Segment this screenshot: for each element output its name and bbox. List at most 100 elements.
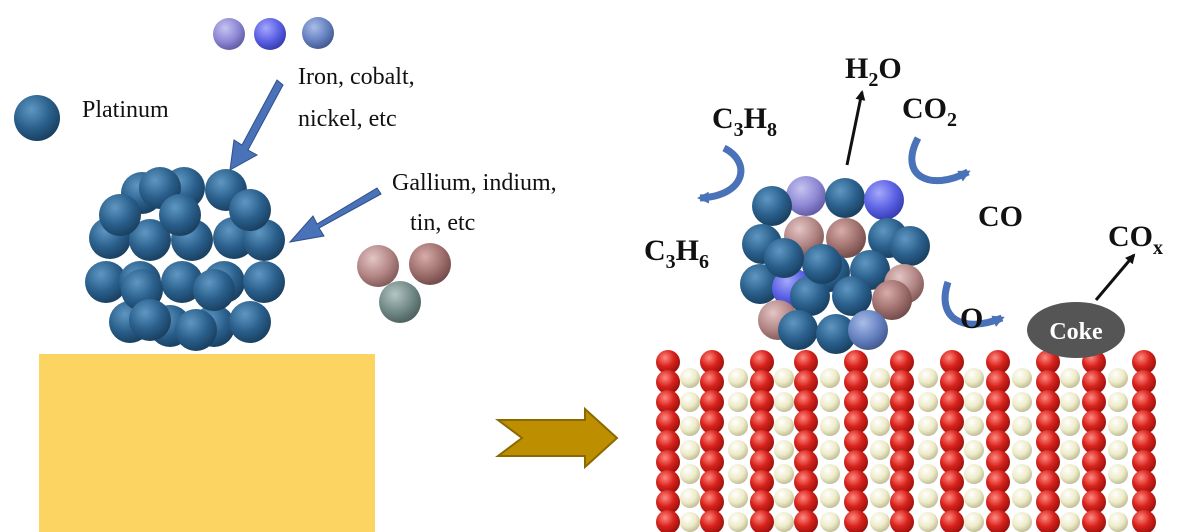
aluminium-atom xyxy=(1060,392,1080,412)
oxygen-atom xyxy=(656,510,680,532)
aluminium-atom xyxy=(964,440,984,460)
gallium-label-line2: tin, etc xyxy=(410,210,475,236)
aluminium-atom xyxy=(728,512,748,532)
aluminium-atom xyxy=(1012,488,1032,508)
oxygen-atom xyxy=(1132,370,1156,394)
aluminium-atom xyxy=(918,368,938,388)
oxygen-atom xyxy=(986,490,1010,514)
oxygen-atom xyxy=(1082,410,1106,434)
oxygen-atom xyxy=(1082,450,1106,474)
oxygen-atom xyxy=(890,370,914,394)
oxygen-atom xyxy=(1036,350,1060,374)
aluminium-atom xyxy=(918,440,938,460)
oxygen-atom xyxy=(1132,430,1156,454)
promoter-atom xyxy=(254,18,286,50)
aluminium-atom xyxy=(870,464,890,484)
platinum-atom xyxy=(85,261,127,303)
oxygen-atom xyxy=(700,450,724,474)
oxygen-atom xyxy=(940,470,964,494)
nanoparticle-atom xyxy=(848,310,888,350)
oxygen-atom xyxy=(1132,510,1156,532)
platinum-atom xyxy=(161,261,203,303)
platinum-atom xyxy=(175,309,217,351)
platinum-nanoparticle xyxy=(85,167,285,351)
nanoparticle-atom xyxy=(864,180,904,220)
oxygen-atom xyxy=(844,470,868,494)
aluminium-atom xyxy=(1108,440,1128,460)
oxygen-atom xyxy=(750,370,774,394)
alumina-lattice xyxy=(656,350,1156,532)
oxygen-atom xyxy=(1036,450,1060,474)
aluminium-atom xyxy=(728,392,748,412)
pointer-arrow-gallium xyxy=(288,187,382,243)
aluminium-atom xyxy=(918,392,938,412)
oxygen-atom xyxy=(844,450,868,474)
oxygen-atom xyxy=(890,390,914,414)
platinum-atom xyxy=(193,269,235,311)
aluminium-atom xyxy=(680,416,700,436)
aluminium-atom xyxy=(918,416,938,436)
oxygen-atom xyxy=(986,450,1010,474)
oxygen-atom xyxy=(940,390,964,414)
aluminium-atom xyxy=(1060,512,1080,532)
oxygen-atom xyxy=(656,450,680,474)
oxygen-atom xyxy=(890,410,914,434)
oxygen-atom xyxy=(750,410,774,434)
oxygen-atom xyxy=(794,450,818,474)
aluminium-atom xyxy=(870,416,890,436)
aluminium-atom xyxy=(1060,416,1080,436)
promoter-atom xyxy=(409,243,451,285)
aluminium-atom xyxy=(1012,368,1032,388)
oxygen-atom xyxy=(940,490,964,514)
h2o-label: H2O xyxy=(845,52,902,91)
oxygen-atom xyxy=(1132,390,1156,414)
oxygen-atom xyxy=(750,470,774,494)
oxygen-atom xyxy=(794,430,818,454)
aluminium-atom xyxy=(728,464,748,484)
aluminium-atom xyxy=(964,512,984,532)
aluminium-atom xyxy=(774,464,794,484)
co2-label: CO2 xyxy=(902,92,957,131)
oxygen-atom xyxy=(986,390,1010,414)
oxygen-atom xyxy=(844,390,868,414)
platinum-atom xyxy=(229,189,271,231)
nanoparticle-atom xyxy=(872,280,912,320)
aluminium-atom xyxy=(870,488,890,508)
aluminium-atom xyxy=(774,440,794,460)
oxygen-atom xyxy=(656,410,680,434)
aluminium-atom xyxy=(774,368,794,388)
o-label: O xyxy=(960,302,983,335)
oxygen-atom xyxy=(794,350,818,374)
aluminium-atom xyxy=(820,416,840,436)
oxygen-atom xyxy=(890,450,914,474)
aluminium-atom xyxy=(964,392,984,412)
pointer-arrow-iron xyxy=(229,79,284,171)
oxygen-atom xyxy=(844,490,868,514)
aluminium-atom xyxy=(964,416,984,436)
oxygen-atom xyxy=(986,430,1010,454)
aluminium-atom xyxy=(1012,464,1032,484)
promoter-atom xyxy=(302,17,334,49)
aluminium-atom xyxy=(870,512,890,532)
oxygen-atom xyxy=(890,430,914,454)
curved-arrow-o xyxy=(941,280,1005,328)
aluminium-atom xyxy=(1108,512,1128,532)
nanoparticle-atom xyxy=(740,264,780,304)
oxygen-atom xyxy=(700,350,724,374)
oxygen-atom xyxy=(1036,390,1060,414)
oxygen-atom xyxy=(656,370,680,394)
oxygen-atom xyxy=(794,390,818,414)
aluminium-atom xyxy=(1060,368,1080,388)
oxygen-atom xyxy=(844,510,868,532)
aluminium-atom xyxy=(1108,488,1128,508)
oxygen-atom xyxy=(844,350,868,374)
oxygen-atom xyxy=(890,470,914,494)
platinum-atom xyxy=(99,194,141,236)
oxygen-atom xyxy=(700,430,724,454)
oxygen-atom xyxy=(1036,430,1060,454)
oxygen-atom xyxy=(700,390,724,414)
platinum-atom xyxy=(159,194,201,236)
oxygen-atom xyxy=(940,450,964,474)
oxygen-atom xyxy=(750,450,774,474)
